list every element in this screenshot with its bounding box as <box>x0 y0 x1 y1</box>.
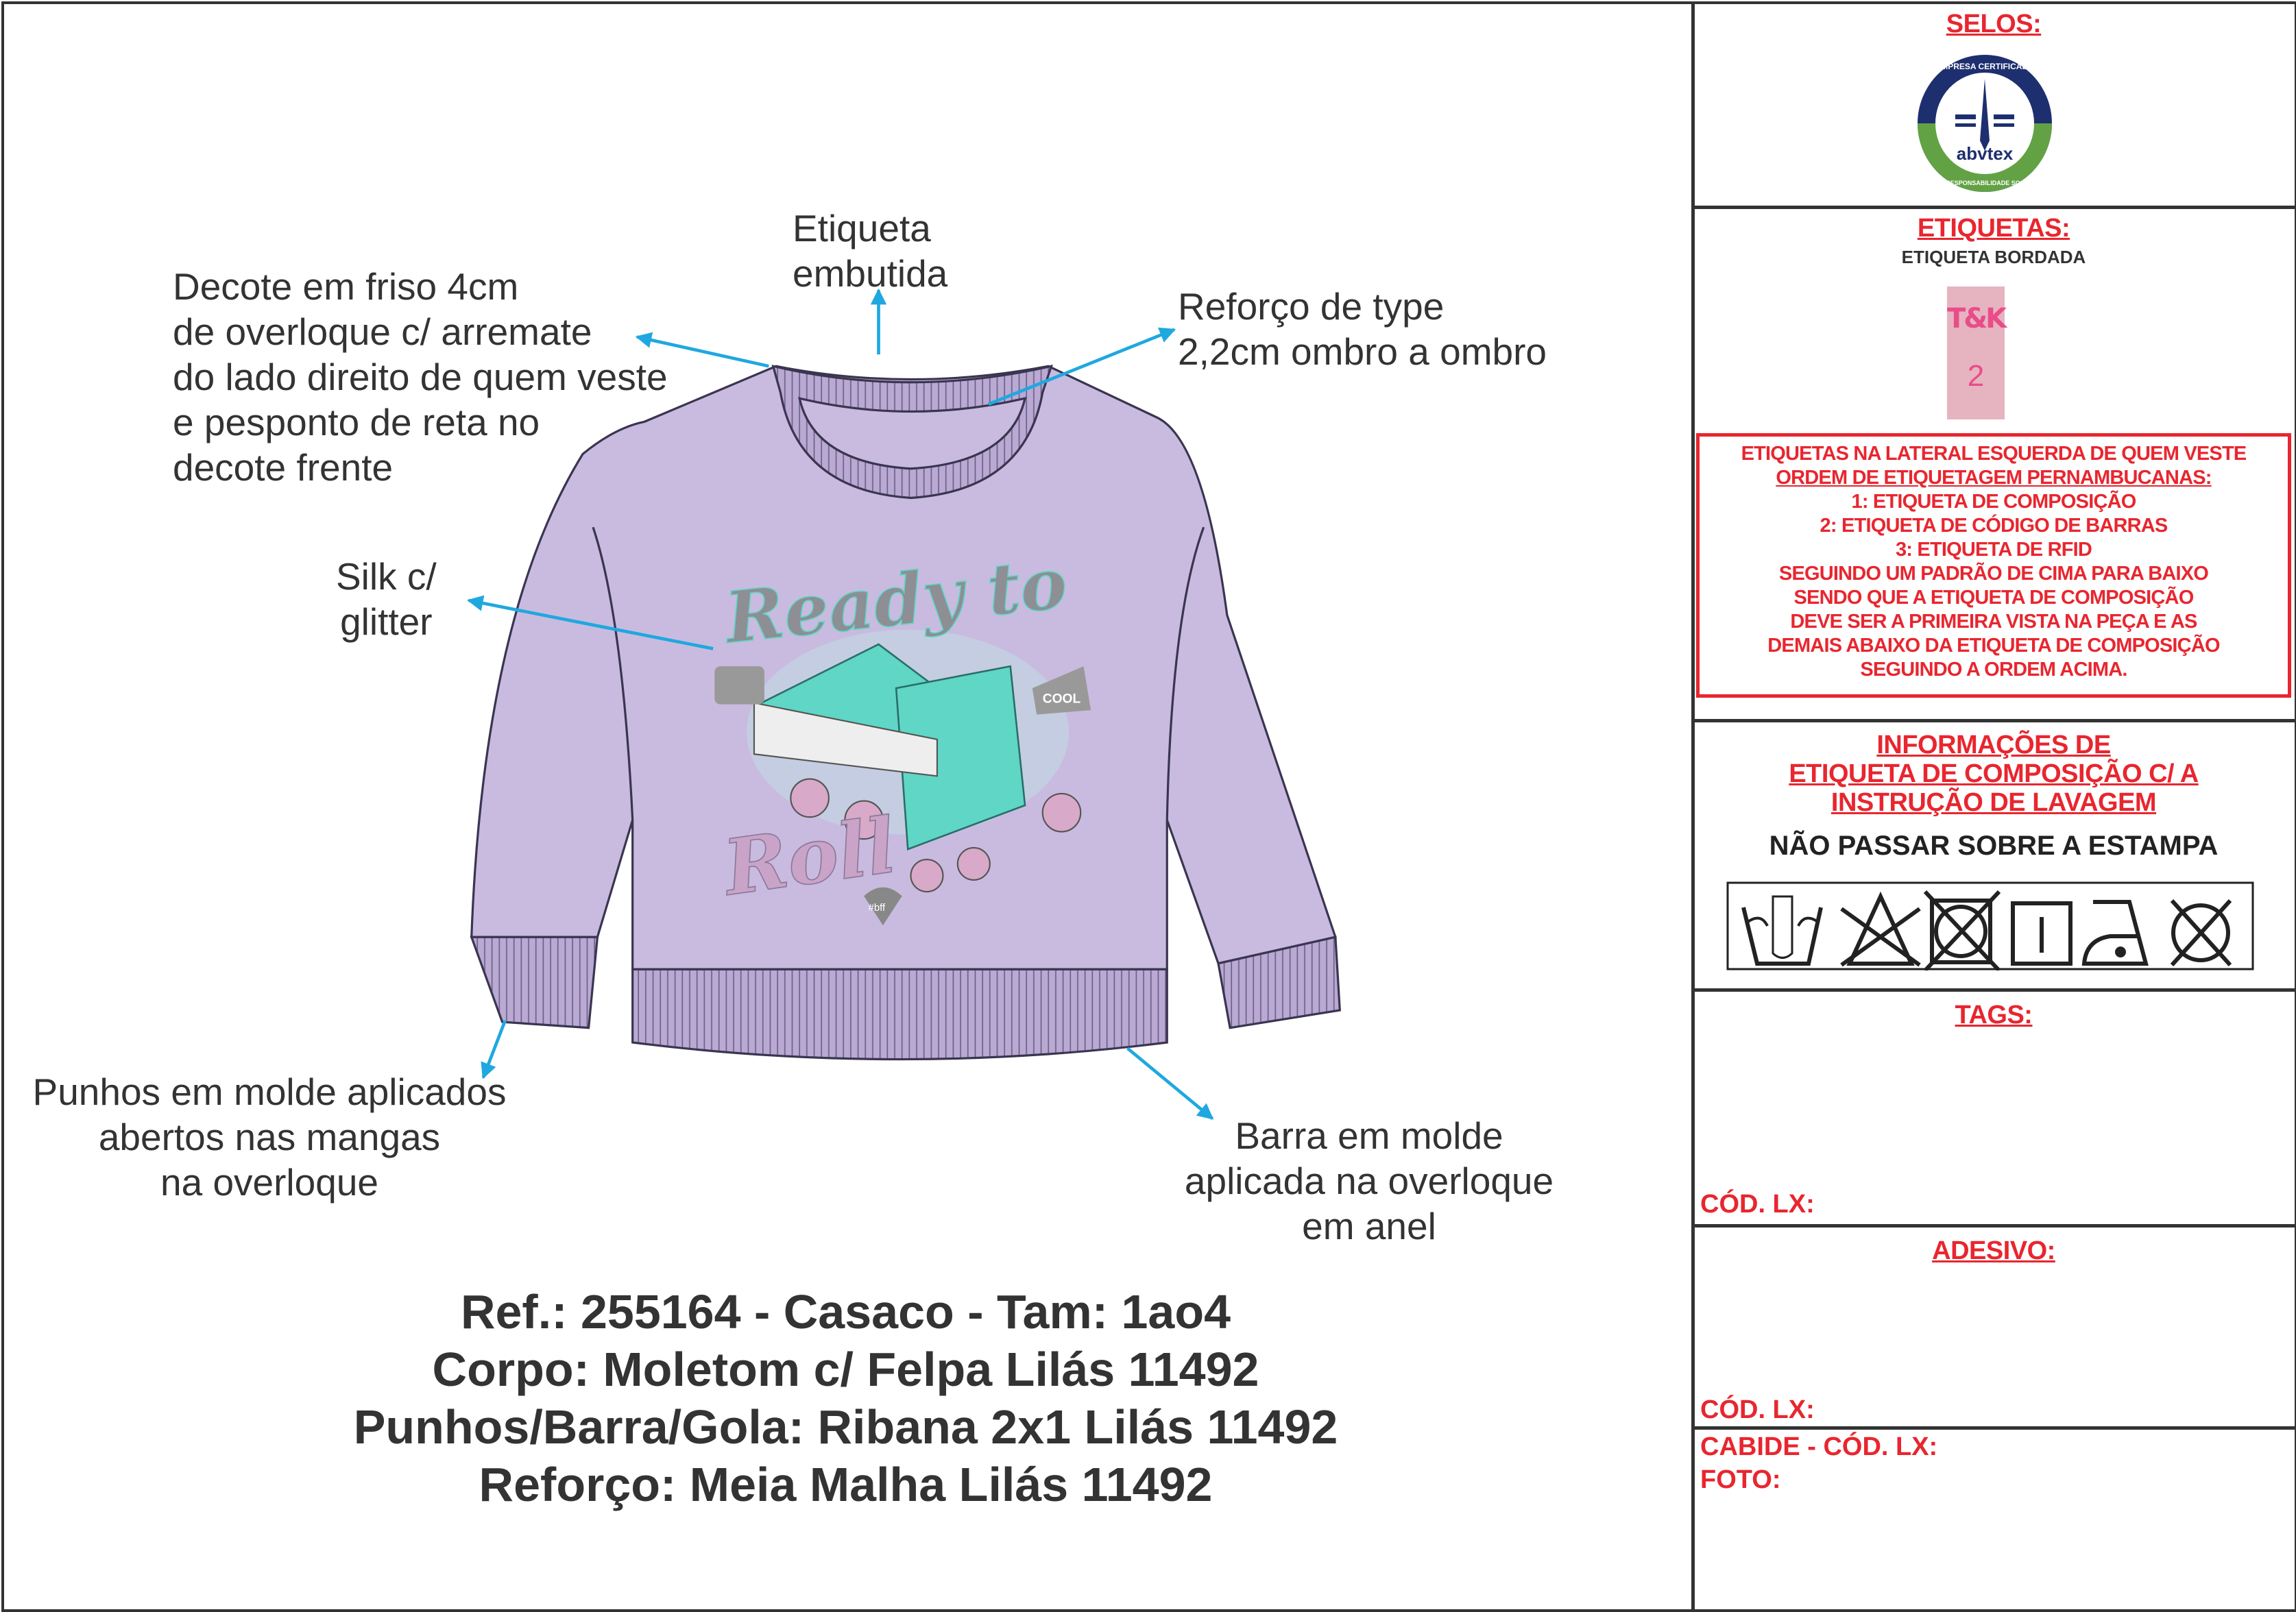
label-line: Punhos em molde aplicados <box>32 1071 507 1113</box>
spec-corpo: Corpo: Moletom c/ Felpa Lilás 11492 <box>432 1343 1259 1396</box>
label-line: Reforço de type <box>1178 285 1445 328</box>
adesivo-cod-lx: CÓD. LX: <box>1700 1395 1815 1424</box>
cabide-cod-lx: CABIDE - CÓD. LX: <box>1700 1432 1938 1461</box>
label-line: do lado direito de quem veste <box>173 356 668 398</box>
notice-line: DEVE SER A PRIMEIRA VISTA NA PEÇA E AS <box>1790 611 2197 633</box>
artwork-badge-bff: #bff <box>869 902 886 914</box>
no-dry-clean-icon <box>2170 899 2232 967</box>
seal-top: EMPRESA CERTIFICADA <box>1935 62 2034 71</box>
right-cuff <box>1217 936 1341 1029</box>
left-cuff <box>470 936 599 1029</box>
selos-title: SELOS: <box>1946 10 2042 38</box>
label-line: Etiqueta <box>793 207 931 249</box>
arrow-punhos <box>481 1020 507 1079</box>
etiquetas-subtitle: ETIQUETA BORDADA <box>1901 247 2086 267</box>
label-line: Silk c/ <box>336 555 437 598</box>
label-decote: Decote em friso 4cm de overloque c/ arre… <box>173 264 668 490</box>
neck-opening <box>798 397 1027 470</box>
label-barra: Barra em molde aplicada na overloque em … <box>1095 1113 1643 1249</box>
etiquetas-title: ETIQUETAS: <box>1917 214 2070 243</box>
abvtex-seal: abvtex EMPRESA CERTIFICADA EM RESPONSABI… <box>1918 55 2052 192</box>
composicao-title: INFORMAÇÕES DE ETIQUETA DE COMPOSIÇÃO C/… <box>1693 731 2294 817</box>
arrow-barra <box>1126 1047 1214 1120</box>
label-line: decote frente <box>173 446 394 489</box>
annotation-arrows <box>467 288 1214 1120</box>
spec-ref: Ref.: 255164 - Casaco - Tam: 1ao4 <box>460 1285 1231 1339</box>
title-line: ETIQUETA DE COMPOSIÇÃO C/ A <box>1789 759 2199 788</box>
notice-line: 3: ETIQUETA DE RFID <box>1895 539 2092 561</box>
line-dry-icon <box>2011 901 2073 966</box>
label-etiqueta-embutida: Etiqueta embutida <box>793 206 947 296</box>
notice-line: SEGUINDO UM PADRÃO DE CIMA PARA BAIXO <box>1778 563 2209 585</box>
foto-label: FOTO: <box>1700 1465 1781 1494</box>
label-line: de overloque c/ arremate <box>173 310 592 353</box>
label-reforco: Reforço de type 2,2cm ombro a ombro <box>1178 284 1547 374</box>
label-line: abertos nas mangas <box>98 1116 441 1158</box>
adesivo-title: ADESIVO: <box>1932 1236 2055 1265</box>
label-line: Decote em friso 4cm <box>173 265 519 308</box>
notice-line: ETIQUETAS NA LATERAL ESQUERDA DE QUEM VE… <box>1741 443 2247 465</box>
divider <box>1691 1426 2296 1430</box>
iron-warning: NÃO PASSAR SOBRE A ESTAMPA <box>1769 831 2219 861</box>
notice-line: SEGUINDO A ORDEM ACIMA. <box>1860 659 2127 681</box>
silk-print-artwork: Ready to Roll COOL #bff <box>714 541 1091 926</box>
label-size: 2 <box>1967 359 1985 393</box>
embroidered-label: T&K 2 <box>1947 286 2007 419</box>
label-line: embutida <box>793 252 948 295</box>
hand-wash-icon <box>1741 895 1823 966</box>
divider <box>1691 719 2296 722</box>
divider <box>1691 988 2296 992</box>
divider <box>1691 1224 2296 1228</box>
title-line: INFORMAÇÕES DE <box>1876 731 2111 759</box>
spec-punhos: Punhos/Barra/Gola: Ribana 2x1 Lilás 1149… <box>353 1400 1338 1454</box>
arrow-silk <box>467 595 714 650</box>
seal-bottom: EM RESPONSABILIDADE SOCIAL <box>1935 180 2035 186</box>
divider <box>1691 206 2296 209</box>
label-line: glitter <box>340 600 433 643</box>
notice-line: DEMAIS ABAIXO DA ETIQUETA DE COMPOSIÇÃO <box>1767 635 2220 657</box>
no-bleach-icon <box>1840 891 1921 967</box>
title-line: INSTRUÇÃO DE LAVAGEM <box>1830 788 2157 817</box>
label-line: na overloque <box>160 1161 379 1204</box>
iron-low-icon <box>2081 900 2149 966</box>
label-punhos: Punhos em molde aplicados abertos nas ma… <box>0 1069 539 1205</box>
label-line: aplicada na overloque <box>1184 1160 1554 1202</box>
no-tumble-dry-icon <box>1923 890 2001 970</box>
tags-cod-lx: CÓD. LX: <box>1700 1190 1815 1219</box>
right-panel <box>1691 1 2296 1609</box>
skate-shoe-2 <box>895 665 1026 851</box>
artwork-badge-cool: COOL <box>1043 692 1081 706</box>
notice-line: SENDO QUE A ETIQUETA DE COMPOSIÇÃO <box>1793 587 2195 609</box>
arrow-reforco <box>987 327 1176 406</box>
label-logo-tk: T&K <box>1947 303 2007 334</box>
seal-abvtex: abvtex <box>1957 143 2014 164</box>
label-line: 2,2cm ombro a ombro <box>1178 330 1547 373</box>
care-symbols <box>1726 881 2254 970</box>
label-silk: Silk c/ glitter <box>336 554 437 644</box>
labeling-order-notice: ETIQUETAS NA LATERAL ESQUERDA DE QUEM VE… <box>1696 433 2291 698</box>
arrow-decote <box>635 332 769 368</box>
label-line: e pesponto de reta no <box>173 401 540 443</box>
notice-line: 1: ETIQUETA DE COMPOSIÇÃO <box>1851 491 2136 513</box>
notice-line: ORDEM DE ETIQUETAGEM PERNAMBUCANAS: <box>1776 467 2212 489</box>
hem-band <box>631 968 1168 1061</box>
label-line: Barra em molde <box>1235 1114 1503 1157</box>
tags-title: TAGS: <box>1955 1001 2033 1029</box>
notice-line: 2: ETIQUETA DE CÓDIGO DE BARRAS <box>1820 515 2168 537</box>
spec-reforco: Reforço: Meia Malha Lilás 11492 <box>479 1458 1213 1511</box>
label-line: em anel <box>1302 1205 1436 1247</box>
